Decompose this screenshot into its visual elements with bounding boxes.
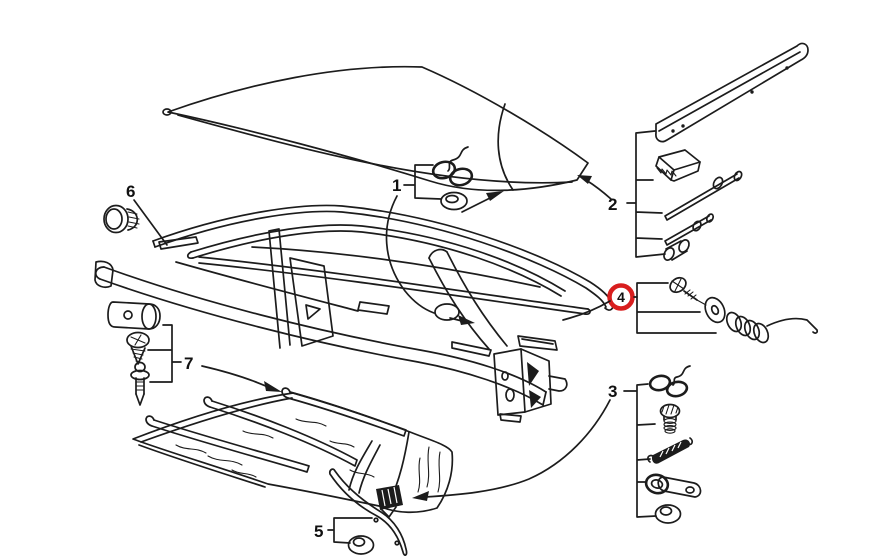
screw	[126, 331, 150, 365]
arrow-icon	[577, 175, 592, 184]
headliner-bow	[203, 396, 358, 467]
screw	[659, 403, 681, 434]
leader-line	[424, 399, 611, 498]
highlight-ring	[607, 283, 635, 311]
arrow-icon	[264, 381, 282, 392]
highlighted-callout-4[interactable]: 4	[607, 283, 635, 311]
grommet	[347, 535, 375, 555]
strut-bracket	[493, 348, 568, 423]
roller-bumper	[107, 301, 161, 330]
trim-strip	[655, 42, 809, 143]
leader-line	[133, 199, 168, 246]
sleeve	[663, 239, 690, 261]
part-6-group: 6	[103, 182, 168, 246]
plug-grommet	[103, 204, 140, 234]
tension-stay-blade	[329, 468, 408, 556]
frame-post	[268, 228, 291, 349]
wire-clip	[648, 365, 691, 398]
top-frame	[94, 204, 614, 423]
callout-6[interactable]: 6	[126, 182, 135, 201]
callout-1[interactable]: 1	[392, 176, 401, 195]
short-pin	[664, 213, 715, 246]
callout-2[interactable]: 2	[608, 195, 617, 214]
part-3-group: 3	[412, 365, 702, 524]
headliner-panel	[132, 387, 454, 518]
wire-clip	[431, 146, 474, 187]
long-pin	[664, 170, 743, 221]
leader-loop	[434, 303, 460, 321]
callout-5[interactable]: 5	[314, 522, 323, 541]
bracket-line	[623, 383, 657, 518]
arrow-icon	[412, 491, 429, 501]
washer	[704, 296, 726, 324]
part-7-group: 7	[107, 301, 282, 406]
latch-lever	[644, 473, 702, 498]
wedge-block	[655, 149, 701, 182]
callout-4: 4	[617, 289, 625, 305]
bracket-line	[626, 130, 666, 258]
strap-buckle	[348, 440, 403, 518]
part-5-group: 5	[314, 468, 408, 556]
part-4-group: 4	[562, 276, 819, 344]
leader-line	[385, 195, 435, 314]
grommet	[440, 191, 468, 211]
grommet	[654, 504, 682, 524]
leader-line	[562, 300, 611, 321]
bracket-line	[147, 324, 182, 383]
bracket-line	[327, 517, 373, 544]
bracket-line	[636, 282, 717, 334]
screw	[669, 276, 707, 306]
folding-top-cover	[162, 65, 589, 192]
main-strut	[428, 257, 490, 350]
torsion-spring	[725, 311, 819, 344]
bracket-line	[403, 164, 442, 200]
leader-line	[201, 365, 269, 388]
arrow-icon	[486, 191, 504, 201]
callout-3[interactable]: 3	[608, 382, 617, 401]
headliner-bow	[281, 387, 407, 437]
front-bow	[103, 266, 547, 393]
callout-7[interactable]: 7	[184, 354, 193, 373]
plastic-rivet	[130, 361, 150, 406]
part-2-group: 2	[577, 42, 809, 261]
headliner-bow	[145, 415, 310, 473]
tension-spring	[647, 437, 694, 464]
